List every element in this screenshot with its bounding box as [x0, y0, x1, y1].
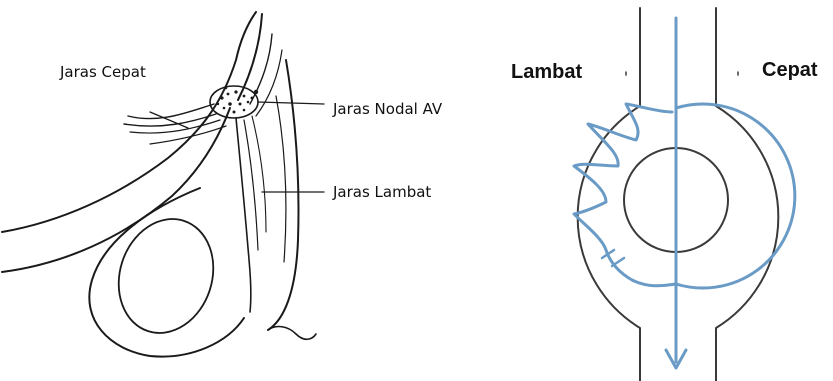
- coronary-sinus-oval: [104, 207, 227, 346]
- label-av-nodal-pathway: Jaras Nodal AV: [333, 100, 442, 118]
- label-fast-pathway: Jaras Cepat: [60, 63, 146, 81]
- block-mark-2: [612, 258, 624, 266]
- outer-left-contour: [578, 8, 640, 381]
- fast-pathway-strand-1: [128, 104, 214, 119]
- label-fast: Cepat: [762, 59, 818, 82]
- slow-pathway-strand-3: [252, 116, 266, 232]
- atrial-wall-outer-contour: [2, 12, 256, 232]
- septal-contour-right-inner: [276, 96, 286, 262]
- bottom-right-curl: [268, 327, 316, 340]
- leader-line-nodal: [258, 102, 324, 104]
- label-slow: Lambat: [511, 61, 582, 84]
- septal-contour-right: [268, 60, 299, 330]
- av-node-anatomy-drawing: [2, 12, 324, 357]
- lower-chamber-outer: [89, 188, 244, 357]
- label-slow-pathway: Jaras Lambat: [333, 183, 431, 201]
